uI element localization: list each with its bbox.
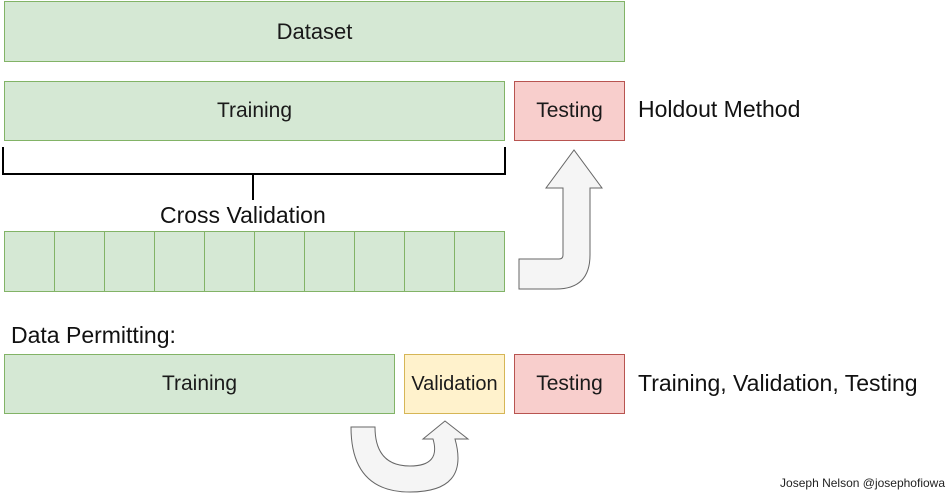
dp-testing-label: Testing (536, 372, 603, 395)
cross-validation-folds (4, 231, 505, 292)
fold-cell (355, 232, 405, 291)
dp-testing-box: Testing (514, 354, 625, 414)
holdout-testing-box: Testing (514, 81, 625, 141)
fold-cell (405, 232, 455, 291)
loop-arrow-icon (350, 420, 470, 493)
fold-cell (305, 232, 355, 291)
dataset-label: Dataset (276, 18, 353, 44)
holdout-method-label: Holdout Method (638, 96, 801, 122)
fold-cell (455, 232, 504, 291)
data-permitting-heading: Data Permitting: (11, 322, 176, 348)
fold-cell (5, 232, 55, 291)
up-arrow-icon (518, 149, 603, 290)
dp-training-label: Training (161, 372, 238, 395)
dp-method-label: Training, Validation, Testing (638, 370, 918, 396)
fold-cell (205, 232, 255, 291)
fold-cell (105, 232, 155, 291)
holdout-training-label: Training (216, 99, 293, 122)
holdout-training-box: Training (4, 81, 505, 141)
dp-validation-box: Validation (404, 354, 505, 414)
dataset-box: Dataset (4, 1, 625, 62)
cross-validation-label: Cross Validation (160, 202, 326, 228)
fold-cell (155, 232, 205, 291)
dp-training-box: Training (4, 354, 395, 414)
fold-cell (255, 232, 305, 291)
fold-cell (55, 232, 105, 291)
dp-validation-label: Validation (411, 372, 498, 395)
cross-validation-bracket (2, 147, 506, 200)
credit-text: Joseph Nelson @josephofiowa (780, 476, 945, 490)
holdout-testing-label: Testing (536, 99, 603, 122)
